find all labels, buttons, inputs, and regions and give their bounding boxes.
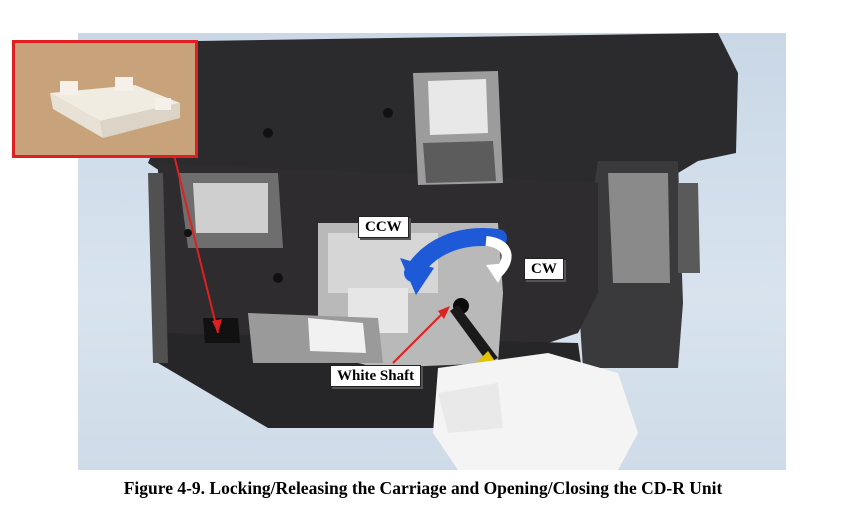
printer-photo: CCW CW White Shaft <box>78 33 786 470</box>
white-shaft-label: White Shaft <box>330 365 422 387</box>
inset-pointer-line <box>172 150 219 334</box>
figure-caption: Figure 4-9. Locking/Releasing the Carria… <box>123 478 723 498</box>
carriage-lock-part-icon <box>15 43 195 155</box>
carriage-lock-inset-photo <box>12 40 198 158</box>
printer-illustration <box>148 33 738 470</box>
shaft-pointer-line <box>392 307 449 364</box>
ccw-label: CCW <box>358 216 409 238</box>
cw-label: CW <box>524 258 564 280</box>
